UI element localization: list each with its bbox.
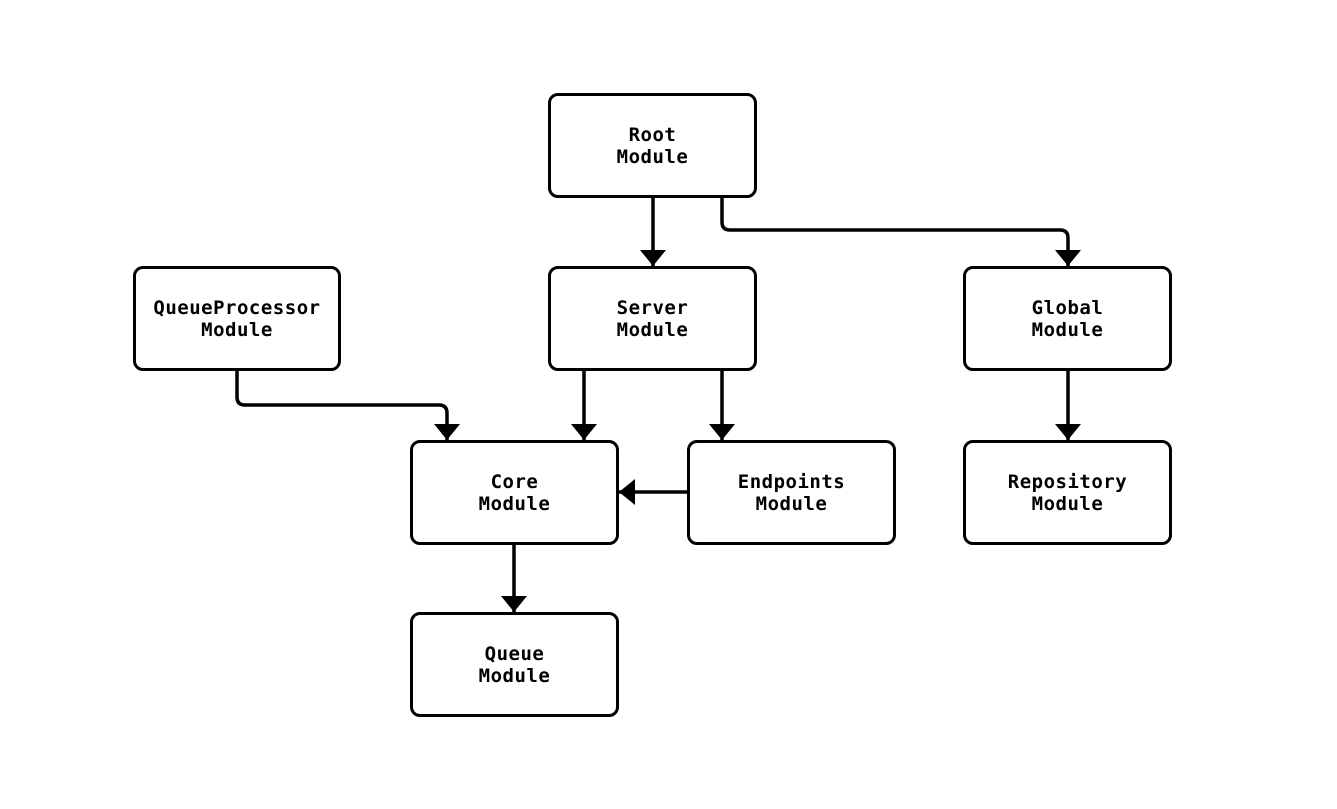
node-root-module: Root Module (548, 93, 757, 198)
arrowhead-core-module-to-queue-module (501, 596, 527, 612)
node-endpoints-module: Endpoints Module (687, 440, 896, 545)
node-label-queueprocessor-module: QueueProcessor Module (153, 296, 321, 341)
node-repository-module: Repository Module (963, 440, 1172, 545)
node-label-root-module: Root Module (616, 123, 689, 168)
node-queue-module: Queue Module (410, 612, 619, 717)
arrowhead-queueprocessor-module-to-core-module (434, 424, 460, 440)
node-queueprocessor-module: QueueProcessor Module (133, 266, 341, 371)
arrowhead-root-module-to-global-module (1055, 250, 1081, 266)
arrowhead-server-module-to-core-module (571, 424, 597, 440)
node-label-global-module: Global Module (1031, 296, 1104, 341)
arrowhead-root-module-to-server-module (640, 250, 666, 266)
arrowhead-endpoints-module-to-core-module (619, 479, 635, 505)
node-global-module: Global Module (963, 266, 1172, 371)
arrowhead-server-module-to-endpoints-module (709, 424, 735, 440)
node-label-endpoints-module: Endpoints Module (737, 470, 846, 515)
node-label-core-module: Core Module (478, 470, 551, 515)
node-server-module: Server Module (548, 266, 757, 371)
edge-root-module-to-global-module (720, 198, 1070, 266)
node-label-server-module: Server Module (616, 296, 689, 341)
node-core-module: Core Module (410, 440, 619, 545)
node-label-queue-module: Queue Module (478, 642, 551, 687)
arrowhead-global-module-to-repository-module (1055, 424, 1081, 440)
node-label-repository-module: Repository Module (1007, 470, 1128, 515)
edge-queueprocessor-module-to-core-module (235, 371, 449, 440)
